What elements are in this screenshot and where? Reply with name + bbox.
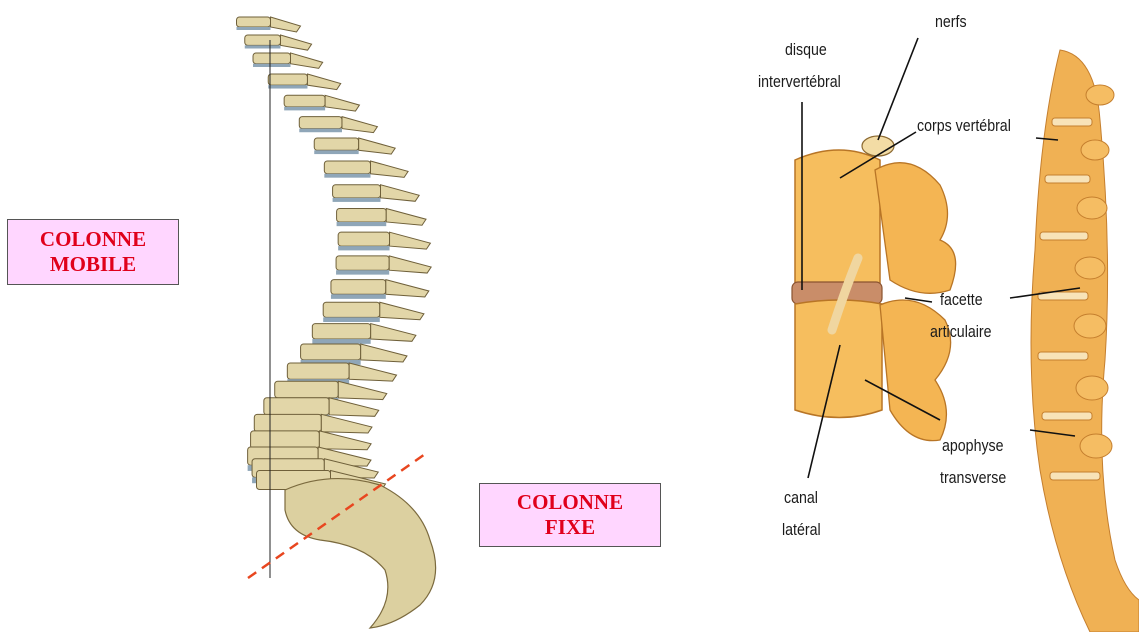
- spinous-process: [325, 95, 359, 111]
- label-disque-line1: disque: [785, 40, 827, 60]
- spinous-process: [319, 431, 371, 450]
- spinous-process: [371, 161, 409, 177]
- colonne-mobile-line2: MOBILE: [8, 252, 178, 277]
- colonne-fixe-line1: COLONNE: [480, 490, 660, 515]
- vertebra-body: [324, 161, 370, 174]
- label-disque-line2: intervertébral: [758, 72, 841, 92]
- spinous-process: [386, 280, 429, 297]
- spinous-process: [281, 35, 312, 50]
- spinous-process: [329, 398, 379, 417]
- vertebra-body: [333, 185, 381, 198]
- spinous-process: [349, 363, 396, 381]
- vertebra-body: [314, 138, 358, 150]
- label-nerfs: nerfs: [935, 12, 967, 32]
- spine-disc: [336, 270, 389, 274]
- spinous-process: [389, 256, 431, 273]
- label-corps-vertebral: corps vertébral: [917, 116, 1011, 136]
- label-canal-line1: canal: [784, 488, 818, 508]
- vertebra-body: [264, 398, 329, 415]
- spinous-process: [359, 138, 396, 154]
- label-apophyse-line2: transverse: [940, 468, 1006, 488]
- vertebra-body: [254, 414, 321, 431]
- vertebra-body: [275, 381, 339, 398]
- vertebra-body: [245, 35, 281, 45]
- spine-disc: [338, 246, 389, 250]
- spinous-process: [271, 17, 301, 32]
- vertebra-body: [287, 363, 349, 379]
- spinous-process: [380, 302, 424, 320]
- spine-disc: [245, 45, 281, 48]
- spinous-process: [386, 208, 426, 225]
- vertebra-body: [251, 431, 320, 449]
- spinous-process: [338, 381, 386, 399]
- vertebra-body: [253, 53, 290, 64]
- spinous-process: [361, 344, 407, 362]
- spine-disc: [314, 150, 358, 154]
- posterior-elements-upper: [875, 163, 956, 294]
- label-apophyse-line1: apophyse: [942, 436, 1004, 456]
- spine-disc: [284, 107, 325, 111]
- spine-disc: [324, 174, 370, 178]
- vertebra-body: [284, 95, 325, 107]
- colonne-fixe-label-box: COLONNE FIXE: [479, 483, 661, 547]
- spinous-process: [342, 117, 377, 133]
- sacrum-shape: [285, 479, 436, 628]
- spinous-process: [390, 232, 431, 249]
- label-facette-line2: articulaire: [930, 322, 992, 342]
- spine-disc: [337, 222, 387, 226]
- spinous-process: [381, 185, 420, 202]
- vertebra-body: [237, 17, 271, 27]
- vertebra-body: [312, 324, 370, 339]
- vertebra-body: [338, 232, 389, 246]
- spinous-process: [291, 53, 323, 68]
- spine-disc: [253, 64, 290, 67]
- leader-nerfs: [878, 38, 918, 140]
- spine-disc: [331, 294, 386, 299]
- spine-disc: [299, 129, 342, 133]
- spinous-process: [307, 74, 340, 90]
- vertebra-body: [336, 256, 389, 270]
- spine-side-view-panel: COLONNE MOBILE COLONNE FIXE: [0, 0, 600, 632]
- colonne-mobile-label-box: COLONNE MOBILE: [7, 219, 179, 285]
- spine-disc: [237, 27, 271, 30]
- vertebra-body: [323, 302, 380, 317]
- spinous-process: [321, 414, 372, 433]
- spine-disc: [323, 317, 380, 322]
- vertebra-body: [331, 280, 386, 295]
- spine-disc: [333, 198, 381, 202]
- vertebra-body: [337, 208, 387, 222]
- vertebra-body: [268, 74, 307, 85]
- vertebral-body-upper: [795, 150, 880, 290]
- label-canal-line2: latéral: [782, 520, 821, 540]
- colonne-mobile-line1: COLONNE: [8, 227, 178, 252]
- colonne-fixe-line2: FIXE: [480, 515, 660, 540]
- spine-disc: [268, 85, 307, 88]
- spine-disc: [312, 339, 370, 344]
- background-spine-column: [1031, 50, 1139, 632]
- vertebrae-group: [237, 17, 432, 490]
- vertebra-detail-panel: nerfs disque intervertébral corps vertéb…: [740, 0, 1139, 632]
- spinous-process: [371, 324, 416, 342]
- vertebra-body: [301, 344, 361, 360]
- label-facette-line1: facette: [940, 290, 983, 310]
- vertebra-body: [299, 117, 342, 129]
